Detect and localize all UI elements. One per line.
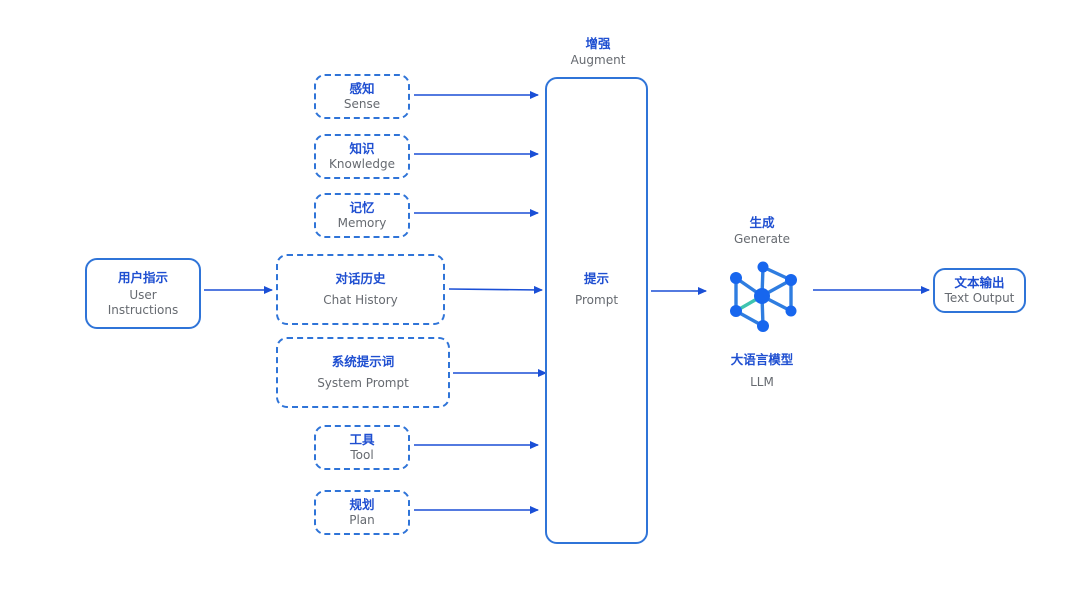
generate-label: 生成 Generate [712, 215, 812, 247]
llm-label-zh: 大语言模型 [730, 352, 794, 367]
input-memory-zh: 记忆 [349, 200, 375, 215]
text-output-zh: 文本输出 [954, 275, 1005, 290]
llm-label: 大语言模型 LLM [712, 352, 812, 390]
input-system-prompt-zh: 系统提示词 [331, 354, 395, 369]
prompt-zh: 提示 [583, 271, 609, 286]
prompt-box: 提示 Prompt [545, 77, 648, 544]
generate-label-en: Generate [733, 232, 791, 246]
augment-label-zh: 增强 [585, 36, 611, 51]
prompt-en: Prompt [574, 293, 619, 307]
input-sense-zh: 感知 [349, 81, 375, 96]
llm-label-en: LLM [750, 375, 774, 389]
text-output-en: Text Output [944, 291, 1015, 305]
input-system-prompt-box: 系统提示词 System Prompt [276, 337, 450, 408]
input-plan-box: 规划 Plan [314, 490, 410, 535]
input-chat-history-box: 对话历史 Chat History [276, 254, 445, 325]
user-instructions-box: 用户指示 User Instructions [85, 258, 201, 329]
input-knowledge-zh: 知识 [349, 141, 375, 156]
input-chat-history-zh: 对话历史 [335, 271, 386, 286]
llm-network-icon [730, 261, 797, 332]
user-instructions-en-1: User [129, 287, 157, 302]
input-knowledge-box: 知识 Knowledge [314, 134, 410, 179]
user-instructions-en-2: Instructions [107, 302, 179, 317]
input-tool-en: Tool [350, 448, 374, 462]
input-sense-box: 感知 Sense [314, 74, 410, 119]
augment-label: 增强 Augment [548, 36, 648, 68]
arrow-chat-to-prompt [448, 285, 543, 294]
user-instructions-zh: 用户指示 [117, 269, 168, 285]
input-sense-en: Sense [343, 97, 381, 111]
input-chat-history-en: Chat History [323, 293, 398, 307]
augment-label-en: Augment [570, 53, 626, 67]
input-tool-zh: 工具 [349, 432, 375, 447]
generate-label-zh: 生成 [749, 215, 775, 230]
input-plan-zh: 规划 [349, 497, 375, 512]
input-system-prompt-en: System Prompt [317, 376, 409, 390]
input-tool-box: 工具 Tool [314, 425, 410, 470]
text-output-box: 文本输出 Text Output [933, 268, 1026, 313]
input-plan-en: Plan [349, 513, 375, 527]
input-memory-en: Memory [337, 216, 387, 230]
input-knowledge-en: Knowledge [329, 157, 395, 171]
input-memory-box: 记忆 Memory [314, 193, 410, 238]
